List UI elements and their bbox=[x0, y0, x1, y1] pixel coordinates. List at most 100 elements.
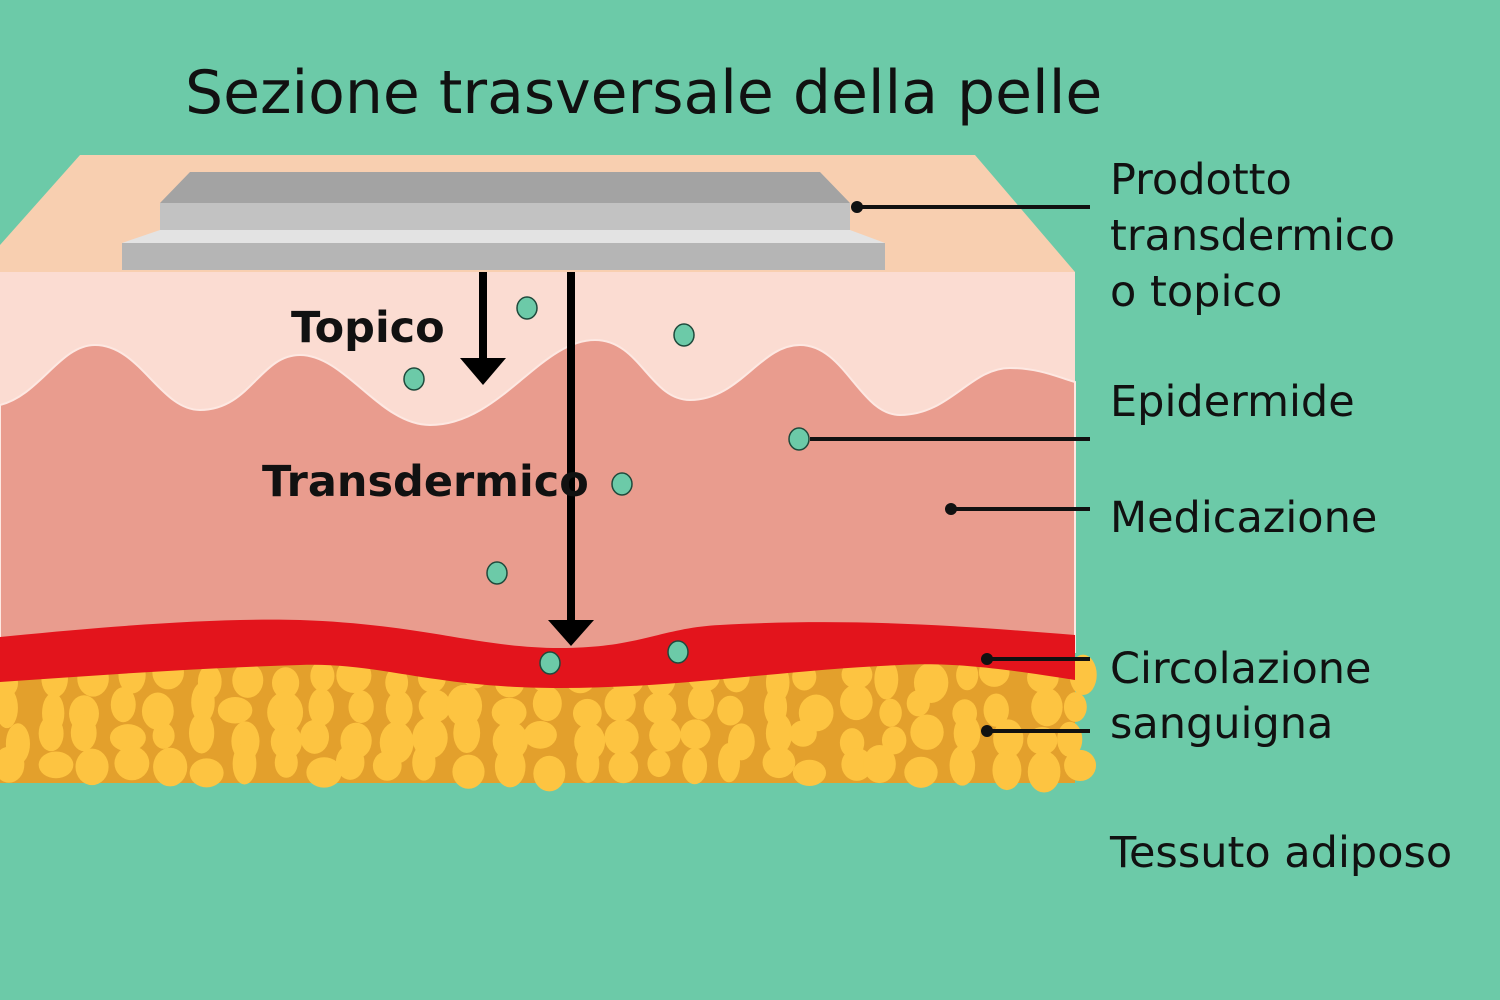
fat-cell bbox=[152, 722, 175, 749]
fat-cell bbox=[572, 698, 602, 728]
fat-cell bbox=[141, 692, 174, 730]
fat-cell bbox=[765, 713, 793, 754]
fat-cell bbox=[953, 714, 981, 753]
fat-cell bbox=[879, 698, 902, 727]
label-circulation: Circolazione sanguigna bbox=[1110, 644, 1385, 749]
fat-cell bbox=[0, 687, 18, 729]
fat-cell bbox=[992, 750, 1022, 791]
fat-cell bbox=[604, 686, 636, 722]
fat-cell bbox=[949, 745, 976, 786]
dermis-layer bbox=[0, 338, 1076, 653]
fat-cell bbox=[1027, 750, 1061, 793]
fat-cell bbox=[717, 695, 744, 726]
fat-cell bbox=[576, 745, 600, 783]
medication-dot bbox=[673, 323, 695, 347]
fat-cell bbox=[874, 658, 899, 700]
fat-cell bbox=[904, 756, 938, 788]
medication-dots bbox=[403, 296, 810, 675]
fat-cell bbox=[717, 742, 741, 783]
medication-dot bbox=[403, 367, 425, 391]
fat-cell bbox=[910, 714, 944, 750]
fat-cell bbox=[453, 712, 481, 754]
fat-cell bbox=[647, 749, 671, 778]
transdermal-arrow bbox=[548, 272, 594, 646]
fat-cell bbox=[649, 718, 681, 752]
fat-cell bbox=[533, 755, 566, 792]
fat-cell bbox=[75, 748, 109, 786]
fat-cell bbox=[881, 726, 907, 755]
fat-cell bbox=[1031, 687, 1063, 727]
fat-cell bbox=[310, 660, 335, 692]
fat-cells bbox=[0, 654, 1097, 793]
fat-cell bbox=[494, 745, 526, 788]
fat-cell bbox=[232, 743, 257, 785]
fat-cell bbox=[491, 697, 527, 728]
label-adipose: Tessuto adiposo bbox=[1109, 828, 1452, 878]
fat-cell bbox=[1027, 727, 1058, 755]
fat-cell bbox=[306, 757, 342, 788]
topical-arrow bbox=[460, 272, 506, 385]
medication-dot bbox=[486, 561, 508, 585]
fat-cell bbox=[1064, 749, 1097, 782]
fat-cell bbox=[956, 660, 979, 691]
fat-cell bbox=[191, 682, 215, 723]
fat-cell bbox=[335, 744, 365, 780]
fat-cell bbox=[70, 714, 97, 752]
leader-lines bbox=[810, 201, 1090, 737]
fat-cell bbox=[38, 751, 74, 779]
fat-cell bbox=[840, 684, 873, 721]
fat-cell bbox=[267, 691, 304, 733]
medication-dot bbox=[788, 427, 810, 451]
fat-cell bbox=[532, 686, 562, 722]
medication-dot bbox=[516, 296, 538, 320]
fat-cell bbox=[348, 690, 374, 724]
label-epidermis: Epidermide bbox=[1110, 377, 1355, 427]
fat-cell bbox=[217, 696, 253, 724]
blood-vessel-layer bbox=[0, 619, 1075, 688]
medication-dot bbox=[667, 640, 689, 664]
transdermal-label: Transdermico bbox=[262, 457, 589, 507]
transdermal-patch bbox=[122, 172, 885, 270]
fat-cell bbox=[452, 754, 485, 789]
fat-cell bbox=[385, 667, 409, 698]
fat-cell bbox=[300, 719, 330, 754]
fat-cell bbox=[189, 758, 224, 788]
medication-dot bbox=[611, 472, 633, 496]
fat-cell bbox=[418, 689, 451, 723]
fat-cell bbox=[114, 746, 150, 781]
fat-cell bbox=[0, 746, 25, 783]
fat-cell bbox=[643, 692, 677, 724]
fat-cell bbox=[863, 745, 896, 784]
fat-cell bbox=[841, 748, 873, 781]
topical-label: Topico bbox=[291, 303, 445, 353]
fat-cell bbox=[274, 747, 298, 778]
fat-cell bbox=[188, 712, 215, 754]
fat-cell bbox=[1063, 692, 1087, 722]
medication-dot bbox=[539, 651, 561, 675]
fat-cell bbox=[110, 687, 136, 723]
fat-cell bbox=[687, 684, 715, 720]
fat-cell bbox=[271, 667, 300, 699]
fat-cell bbox=[372, 751, 402, 781]
fat-cell bbox=[680, 719, 711, 750]
fat-cell bbox=[38, 715, 64, 752]
fat-cell bbox=[109, 724, 146, 752]
fat-cell bbox=[906, 690, 930, 717]
fat-cell bbox=[792, 759, 827, 786]
fat-cell bbox=[270, 724, 303, 760]
fat-cell bbox=[412, 744, 436, 781]
fat-cell bbox=[608, 751, 639, 784]
fat-cell bbox=[682, 748, 708, 785]
fat-cell bbox=[153, 747, 188, 787]
fat-cell bbox=[604, 719, 639, 755]
fat-cell bbox=[523, 721, 557, 749]
fat-cell bbox=[993, 719, 1024, 758]
fat-cell bbox=[983, 693, 1009, 727]
fat-cell bbox=[1069, 654, 1097, 695]
diagram-title: Sezione trasversale della pelle bbox=[185, 58, 1102, 128]
fat-cell bbox=[789, 720, 817, 747]
label-medication: Medicazione bbox=[1110, 493, 1377, 543]
fat-cell bbox=[385, 690, 413, 727]
fat-cell bbox=[308, 688, 334, 726]
